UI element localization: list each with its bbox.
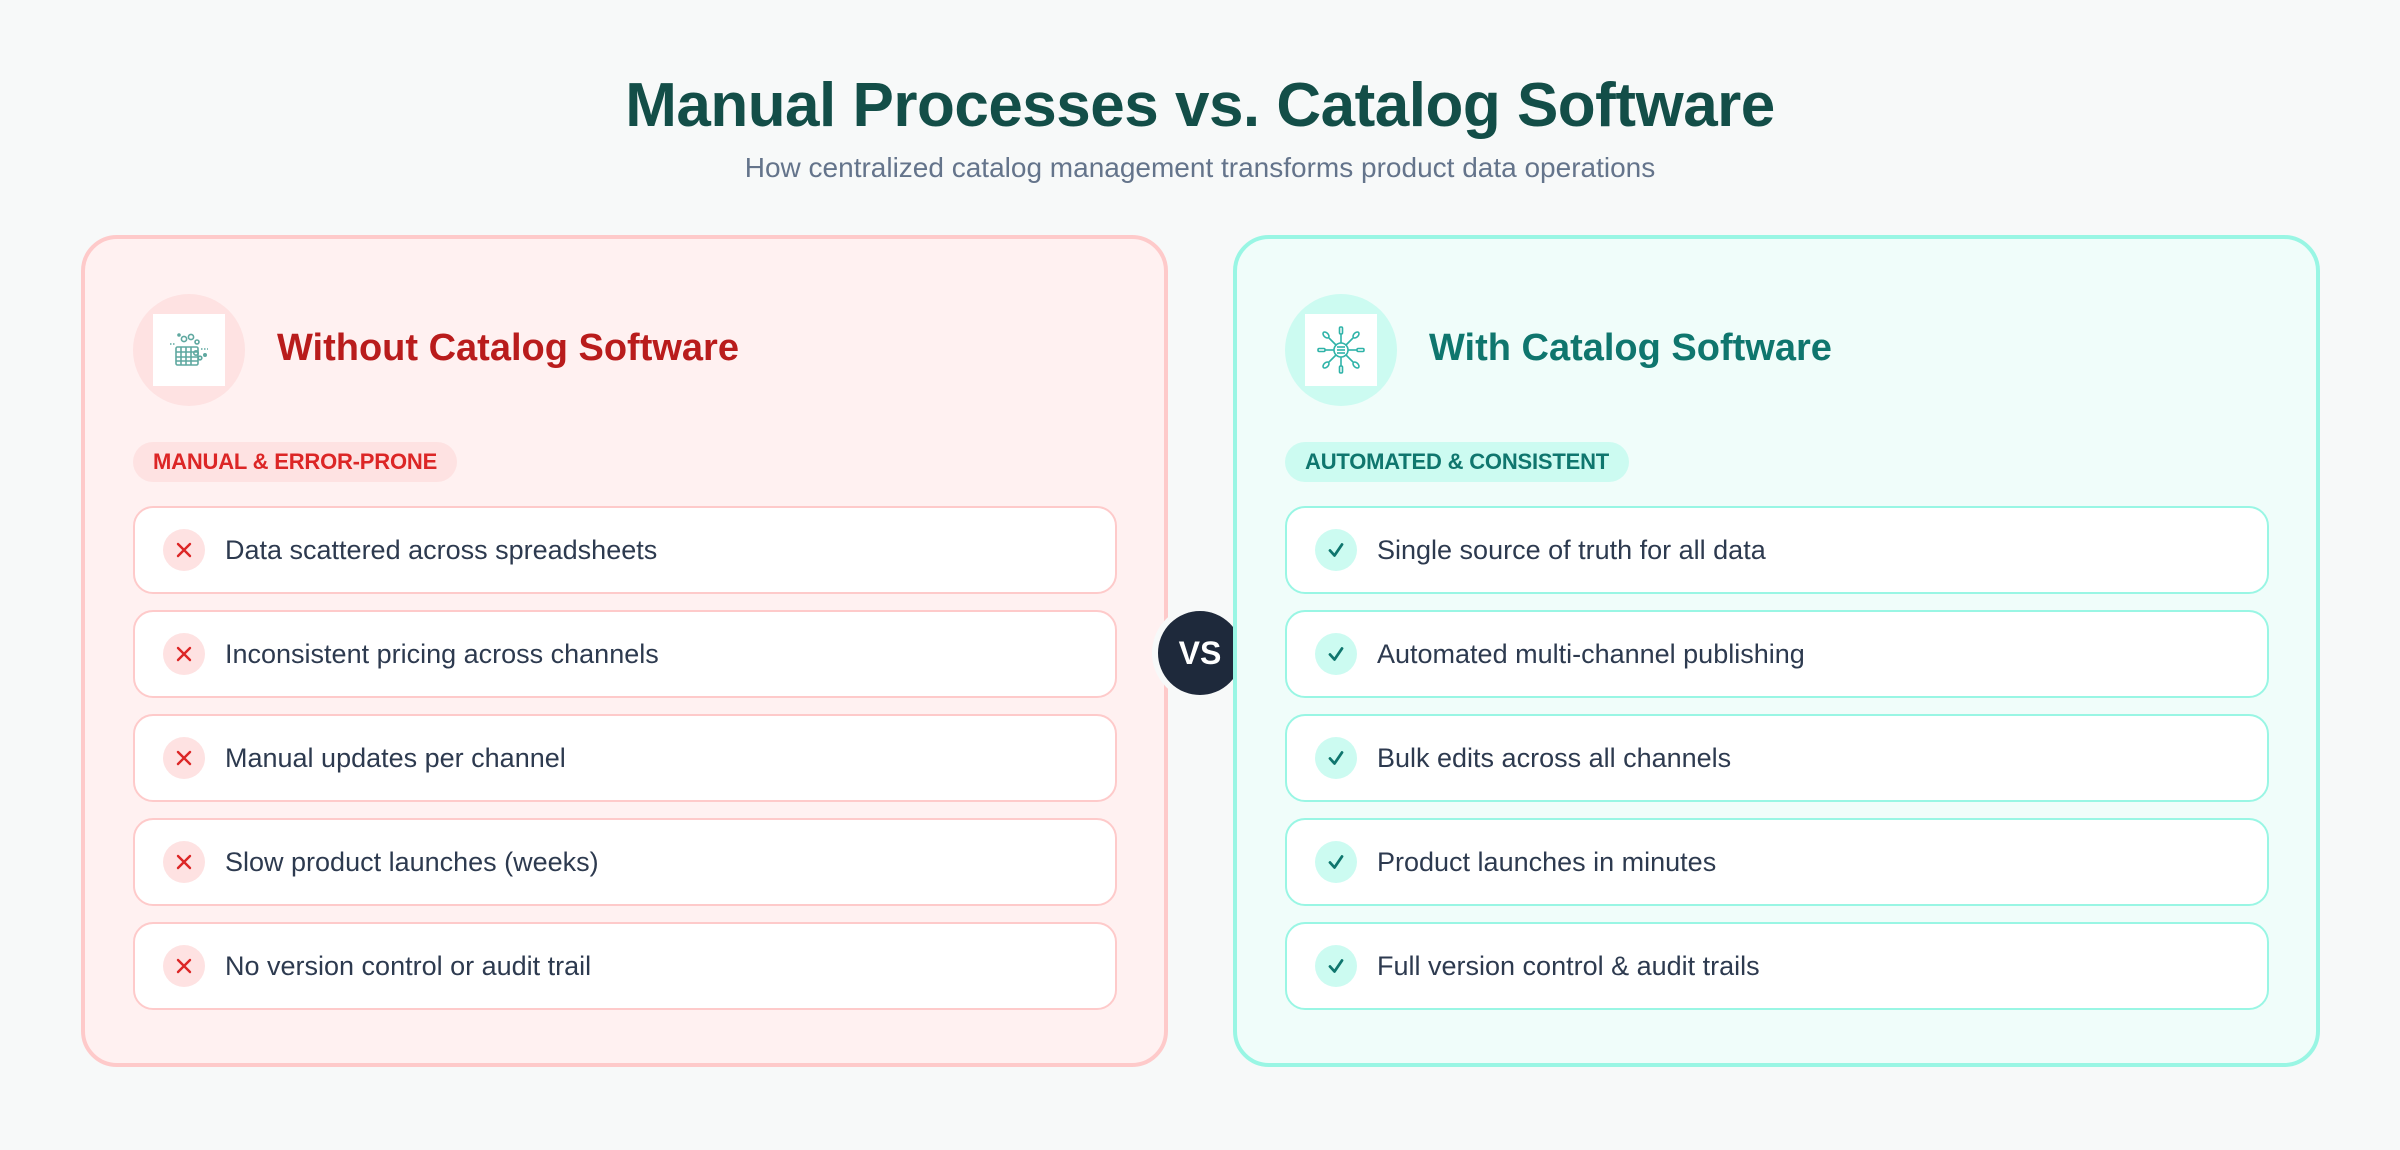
- x-icon: [163, 633, 205, 675]
- scattered-spreadsheet-icon: [153, 314, 225, 386]
- without-items-list: Data scattered across spreadsheets Incon…: [133, 506, 1117, 1026]
- page-subtitle: How centralized catalog management trans…: [744, 152, 1656, 183]
- item-text: Bulk edits across all channels: [1377, 742, 1732, 773]
- list-item: Data scattered across spreadsheets: [133, 506, 1117, 594]
- item-text: Automated multi-channel publishing: [1377, 638, 1805, 669]
- x-icon: [163, 945, 205, 987]
- item-text: Inconsistent pricing across channels: [225, 638, 659, 669]
- check-icon: [1315, 841, 1357, 883]
- list-item: Full version control & audit trails: [1285, 922, 2269, 1010]
- central-hub-network-icon: [1305, 314, 1377, 386]
- item-text: No version control or audit trail: [225, 950, 592, 981]
- list-item: No version control or audit trail: [133, 922, 1117, 1010]
- list-item: Manual updates per channel: [133, 714, 1117, 802]
- with-badge: AUTOMATED & CONSISTENT: [1285, 442, 1630, 482]
- with-software-card: With Catalog Software AUTOMATED & CONSIS…: [1233, 235, 2320, 1067]
- item-text: Slow product launches (weeks): [225, 846, 599, 877]
- without-heading: Without Catalog Software: [277, 327, 739, 369]
- x-icon: [163, 841, 205, 883]
- item-text: Data scattered across spreadsheets: [225, 534, 658, 565]
- x-icon: [163, 737, 205, 779]
- check-icon: [1315, 529, 1357, 571]
- list-item: Product launches in minutes: [1285, 818, 2269, 906]
- without-icon-circle: [133, 294, 245, 406]
- with-icon-circle: [1285, 294, 1397, 406]
- item-text: Manual updates per channel: [225, 742, 566, 773]
- check-icon: [1315, 737, 1357, 779]
- page-title: Manual Processes vs. Catalog Software: [625, 71, 1775, 140]
- item-text: Single source of truth for all data: [1377, 534, 1766, 565]
- without-badge: MANUAL & ERROR-PRONE: [133, 442, 458, 482]
- x-icon: [163, 529, 205, 571]
- item-text: Full version control & audit trails: [1377, 950, 1760, 981]
- check-icon: [1315, 633, 1357, 675]
- with-items-list: Single source of truth for all data Auto…: [1285, 506, 2269, 1026]
- without-software-card: Without Catalog Software MANUAL & ERROR-…: [81, 235, 1168, 1067]
- list-item: Single source of truth for all data: [1285, 506, 2269, 594]
- vs-badge: VS: [1152, 605, 1248, 701]
- list-item: Automated multi-channel publishing: [1285, 610, 2269, 698]
- check-icon: [1315, 945, 1357, 987]
- item-text: Product launches in minutes: [1377, 846, 1717, 877]
- list-item: Bulk edits across all channels: [1285, 714, 2269, 802]
- list-item: Slow product launches (weeks): [133, 818, 1117, 906]
- with-heading: With Catalog Software: [1429, 327, 1832, 369]
- list-item: Inconsistent pricing across channels: [133, 610, 1117, 698]
